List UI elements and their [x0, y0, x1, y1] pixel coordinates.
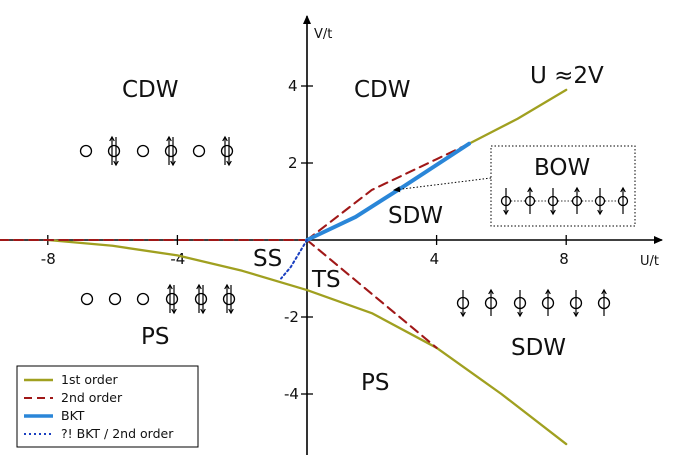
y-tick-label: -4 — [284, 385, 299, 403]
x-tick-label: -8 — [41, 250, 56, 268]
orbital-circle — [194, 292, 208, 306]
orbital-circle — [164, 144, 178, 158]
orbital-circle — [136, 292, 150, 306]
region-label-sdw-upper: SDW — [388, 203, 443, 229]
spin-down-arrowhead — [597, 209, 603, 216]
region-label-cdw-right: CDW — [354, 77, 411, 103]
orbital-circle — [222, 292, 236, 306]
region-label-bow: BOW — [534, 155, 590, 181]
legend-label-1st-order: 1st order — [61, 372, 119, 387]
spin-up-arrowhead — [196, 283, 202, 290]
y-tick-label: 2 — [288, 154, 298, 172]
orbital-circle — [220, 144, 234, 158]
axis-ticks: -8 -4 4 8 4 2 -2 -4 — [41, 77, 569, 403]
x-tick-label: 4 — [430, 250, 440, 268]
line-label-u-2v: U ≈2V — [530, 63, 604, 89]
cdw-configuration — [79, 135, 234, 167]
region-label-ss: SS — [253, 246, 282, 272]
spin-up-arrowhead — [166, 135, 172, 142]
x-axis-label: U/t — [640, 254, 659, 269]
region-label-ts: TS — [311, 267, 341, 293]
legend-label-bkt: BKT — [61, 408, 85, 423]
spin-down-arrowhead — [170, 160, 176, 167]
bow-inset-box — [490, 145, 636, 227]
spin-up-arrowhead — [574, 186, 580, 193]
orbital-circle — [107, 144, 121, 158]
bow-pointer-arrow — [393, 177, 492, 193]
legend-label-2nd-order: 2nd order — [61, 390, 123, 405]
y-axis-label: V/t — [314, 27, 332, 42]
spin-up-arrowhead — [488, 288, 494, 295]
region-label-ps-left: PS — [141, 324, 169, 350]
orbital-circle — [108, 292, 122, 306]
y-tick-label: -2 — [284, 308, 299, 326]
region-label-cdw-left: CDW — [122, 77, 179, 103]
spin-up-arrowhead — [601, 288, 607, 295]
spin-down-arrowhead — [171, 308, 177, 315]
legend: 1st order 2nd order BKT ?! BKT / 2nd ord… — [16, 365, 199, 448]
spin-down-arrowhead — [228, 308, 234, 315]
x-tick-label: 8 — [559, 250, 569, 268]
spin-up-arrowhead — [224, 283, 230, 290]
spin-down-arrowhead — [573, 311, 579, 318]
spin-down-arrowhead — [226, 160, 232, 167]
y-tick-label: 4 — [288, 77, 298, 95]
orbital-circle — [80, 292, 94, 306]
spin-up-arrowhead — [620, 186, 626, 193]
second-order-line — [305, 238, 438, 349]
spin-up-arrowhead — [527, 186, 533, 193]
orbital-circle — [136, 144, 150, 158]
first-order-line — [46, 238, 568, 446]
spin-down-arrowhead — [200, 308, 206, 315]
legend-label-bkt-2nd-order: ?! BKT / 2nd order — [61, 426, 174, 441]
sdw-configuration — [456, 288, 611, 318]
transition-lines — [0, 88, 568, 446]
spin-up-arrowhead — [545, 288, 551, 295]
spin-down-arrowhead — [460, 311, 466, 318]
bow-spin-chain — [500, 186, 629, 216]
spin-down-arrowhead — [113, 160, 119, 167]
spin-down-arrowhead — [517, 311, 523, 318]
x-tick-label: -4 — [170, 250, 185, 268]
first-order-line — [467, 88, 568, 145]
spin-down-arrowhead — [503, 209, 509, 216]
region-label-sdw-lower: SDW — [511, 335, 566, 361]
bkt-line — [305, 141, 471, 242]
spin-up-arrowhead — [167, 283, 173, 290]
spin-down-arrowhead — [550, 209, 556, 216]
orbital-circle — [79, 144, 93, 158]
spin-up-arrowhead — [109, 135, 115, 142]
ps-configuration — [80, 283, 236, 315]
spin-up-arrowhead — [222, 135, 228, 142]
second-order-line — [305, 142, 471, 242]
bow-inset: BOW — [393, 145, 636, 227]
region-label-ps-lower: PS — [361, 370, 389, 396]
orbital-circle — [192, 144, 206, 158]
orbital-circle — [165, 292, 179, 306]
bkt-or-second-order-line — [280, 239, 308, 280]
